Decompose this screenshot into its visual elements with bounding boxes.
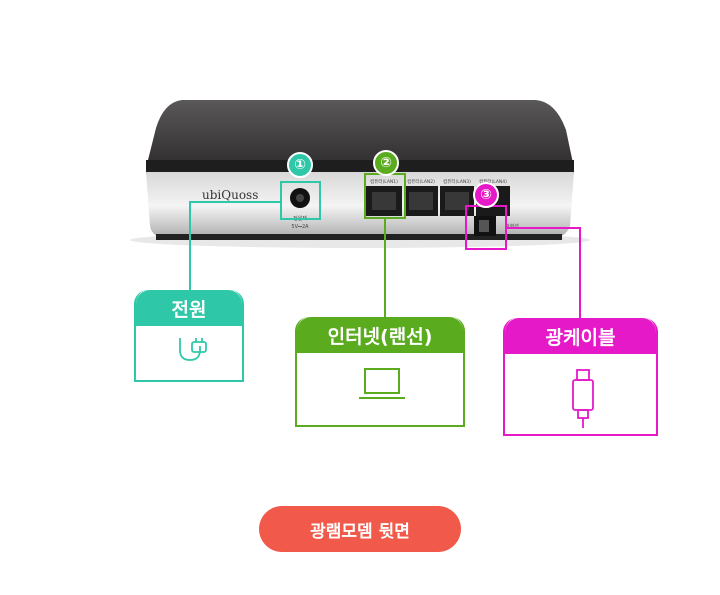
fiber-cable-icon — [572, 369, 594, 428]
badge-3: ③ — [473, 182, 499, 208]
lan-port-label-1: 컴퓨터(LAN1) — [370, 178, 398, 185]
optical-connector-line — [506, 227, 581, 320]
callout-power: 전원 — [134, 290, 244, 382]
optical-port-label: 광회선 — [505, 223, 519, 230]
brand-text: ubiQuoss — [202, 188, 258, 202]
laptop-icon — [359, 368, 405, 399]
lan-port-label-2: 컴퓨터(LAN2) — [407, 178, 435, 185]
power-connector-line — [189, 201, 281, 292]
badge-2: ② — [373, 150, 399, 176]
lan-port-label-3: 컴퓨터(LAN3) — [443, 178, 471, 185]
lan-port-group — [366, 186, 510, 216]
callout-optical-title: 광케이블 — [505, 318, 656, 354]
callout-internet-title: 인터넷(랜선) — [297, 317, 463, 353]
lan-port-label-4: 컴퓨터(LAN4) — [479, 178, 507, 185]
callout-optical: 광케이블 — [503, 318, 658, 436]
callout-internet: 인터넷(랜선) — [295, 317, 465, 427]
badge-1: ① — [287, 152, 313, 178]
caption-pill: 광램모뎀 뒷면 — [259, 506, 461, 552]
power-plug-icon — [179, 338, 207, 361]
callout-power-title: 전원 — [136, 290, 242, 326]
power-spec-label: 5V⎓2A — [291, 224, 309, 230]
power-highlight-box — [280, 181, 321, 220]
